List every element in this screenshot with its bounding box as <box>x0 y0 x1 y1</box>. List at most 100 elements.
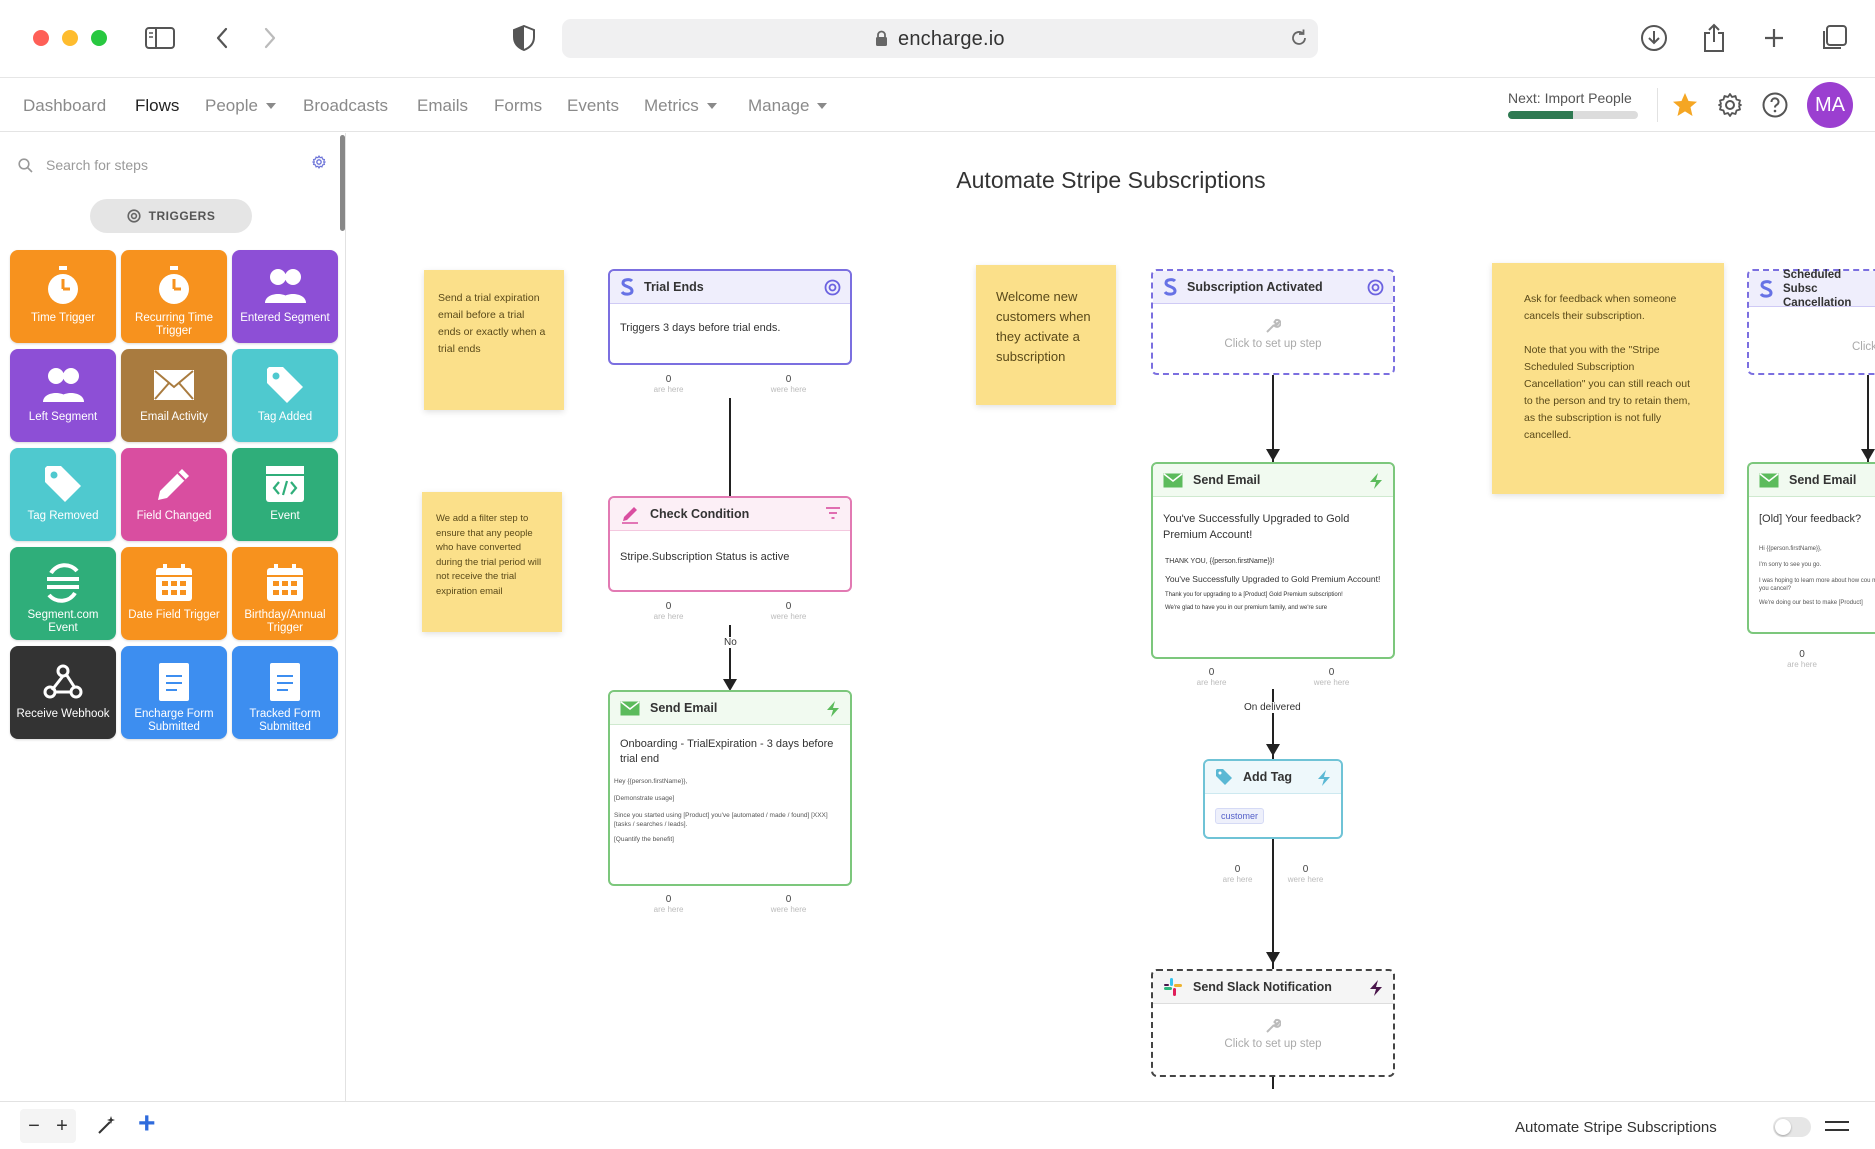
calendar-icon <box>265 561 305 605</box>
zoom-in-button[interactable]: + <box>56 1114 68 1137</box>
slack-icon <box>1163 977 1183 997</box>
triggers-label: TRIGGERS <box>148 209 216 223</box>
setup-placeholder[interactable]: Click to set up step <box>1153 304 1393 350</box>
minimize-window-button[interactable] <box>62 30 78 46</box>
trigger-tile[interactable]: Left Segment <box>10 349 116 442</box>
sidebar-scrollbar[interactable] <box>340 135 345 231</box>
nav-emails[interactable]: Emails <box>417 96 469 115</box>
trigger-tile[interactable]: Segment.com Event <box>10 547 116 640</box>
trigger-tile[interactable]: Entered Segment <box>232 250 338 343</box>
nav-manage[interactable]: Manage <box>748 96 828 116</box>
reload-icon[interactable] <box>1289 28 1309 48</box>
card-title: Subscription Activated <box>1187 280 1323 294</box>
trigger-tile-label: Receive Webhook <box>16 708 110 720</box>
form-icon <box>268 660 302 704</box>
back-arrow-icon[interactable] <box>206 22 238 54</box>
envelope-icon <box>620 700 640 716</box>
url-text: encharge.io <box>898 28 1005 50</box>
star-icon[interactable] <box>1672 92 1698 118</box>
add-tag-card[interactable]: Add Tag customer <box>1203 759 1343 839</box>
trigger-tile[interactable]: Date Field Trigger <box>121 547 227 640</box>
stripe-icon <box>620 277 634 297</box>
trigger-tile[interactable]: Encharge Form Submitted <box>121 646 227 739</box>
subscription-activated-card[interactable]: Subscription Activated Click to set up s… <box>1151 269 1395 375</box>
menu-icon[interactable] <box>1825 1119 1849 1133</box>
trigger-tile[interactable]: Event <box>232 448 338 541</box>
trigger-tile[interactable]: Birthday/Annual Trigger <box>232 547 338 640</box>
nav-events[interactable]: Events <box>567 96 619 115</box>
nav-flows[interactable]: Flows <box>135 96 180 115</box>
share-icon[interactable] <box>1698 22 1730 54</box>
segment-icon <box>41 561 85 605</box>
nav-dashboard[interactable]: Dashboard <box>23 96 107 115</box>
triggers-section-tab[interactable]: TRIGGERS <box>90 199 252 233</box>
trigger-tile[interactable]: Recurring Time Trigger <box>121 250 227 343</box>
envelope-icon <box>1163 472 1183 488</box>
shield-icon[interactable] <box>508 22 540 54</box>
sidebar-toggle-icon[interactable] <box>144 22 176 54</box>
sticky-note[interactable]: Ask for feedback when someone cancels th… <box>1492 263 1724 494</box>
wrench-icon <box>1153 318 1393 334</box>
setup-placeholder[interactable]: Click to set up step <box>1153 1004 1393 1050</box>
stripe-icon <box>1163 277 1177 297</box>
send-email-card[interactable]: Send Email Onboarding - TrialExpiration … <box>608 690 852 886</box>
address-bar[interactable]: encharge.io <box>562 19 1318 58</box>
card-body: Triggers 3 days before trial ends. <box>620 322 781 334</box>
next-step-label[interactable]: Next: Import People <box>1508 90 1632 106</box>
forward-arrow-icon[interactable] <box>254 22 286 54</box>
edge-label-on-delivered: On delivered <box>1242 702 1303 713</box>
trigger-tile[interactable]: Field Changed <box>121 448 227 541</box>
search-steps-field[interactable]: Search for steps <box>16 153 326 179</box>
trigger-tile[interactable]: Tracked Form Submitted <box>232 646 338 739</box>
add-step-button[interactable]: + <box>138 1107 156 1140</box>
lightning-icon <box>1316 769 1332 787</box>
nav-metrics[interactable]: Metrics <box>644 96 717 116</box>
nav-people[interactable]: People <box>205 96 276 116</box>
zoom-out-button[interactable]: − <box>28 1114 40 1137</box>
setup-placeholder[interactable]: Click to se <box>1851 341 1875 353</box>
sticky-note[interactable]: We add a filter step to ensure that any … <box>422 492 562 632</box>
tabs-overview-icon[interactable] <box>1818 22 1850 54</box>
people-icon <box>263 264 307 308</box>
trigger-tile-label: Tracked Form Submitted <box>249 708 321 733</box>
close-window-button[interactable] <box>33 30 49 46</box>
search-icon <box>18 158 33 173</box>
nav-forms[interactable]: Forms <box>494 96 543 115</box>
help-icon[interactable] <box>1762 92 1788 118</box>
trigger-tile-label: Tag Removed <box>27 510 99 522</box>
avatar[interactable]: MA <box>1807 82 1853 128</box>
lock-icon <box>875 30 888 47</box>
trigger-tile[interactable]: Tag Removed <box>10 448 116 541</box>
email-preview: Hi {{person.firstName}}, I'm sorry to se… <box>1759 546 1875 606</box>
trigger-tile[interactable]: Receive Webhook <box>10 646 116 739</box>
card-title: Send Email <box>650 701 718 715</box>
settings-gear-icon[interactable] <box>312 155 326 169</box>
trial-ends-card[interactable]: Trial Ends Triggers 3 days before trial … <box>608 269 852 365</box>
send-email-card[interactable]: Send Email [Old] Your feedback? Hi {{per… <box>1747 462 1875 634</box>
form-icon <box>157 660 191 704</box>
sticky-note[interactable]: Send a trial expiration email before a t… <box>424 270 564 410</box>
new-tab-icon[interactable] <box>1758 22 1790 54</box>
trigger-tile-label: Tag Added <box>257 411 313 423</box>
app-navigation: Dashboard Flows People Broadcasts Emails… <box>0 78 1875 132</box>
send-email-card[interactable]: Send Email You've Successfully Upgraded … <box>1151 462 1395 659</box>
flow-canvas[interactable]: Automate Stripe Subscriptions Send a tri… <box>347 133 1875 1101</box>
trigger-tile[interactable]: Tag Added <box>232 349 338 442</box>
email-preview: Hey {{person.firstName}}, [Demonstrate u… <box>614 778 828 843</box>
email-subject: [Old] Your feedback? <box>1759 513 1862 525</box>
trigger-tile[interactable]: Email Activity <box>121 349 227 442</box>
maximize-window-button[interactable] <box>91 30 107 46</box>
gear-icon[interactable] <box>1717 92 1743 118</box>
flow-active-toggle[interactable] <box>1773 1117 1811 1137</box>
scheduled-cancellation-card[interactable]: Scheduled Subsc Cancellation Click to se <box>1747 269 1875 375</box>
send-slack-notification-card[interactable]: Send Slack Notification Click to set up … <box>1151 969 1395 1077</box>
trigger-tile[interactable]: Time Trigger <box>10 250 116 343</box>
magic-wand-icon[interactable] <box>96 1114 118 1136</box>
download-icon[interactable] <box>1638 22 1670 54</box>
nav-broadcasts[interactable]: Broadcasts <box>303 96 389 115</box>
check-condition-card[interactable]: Check Condition Stripe.Subscription Stat… <box>608 496 852 592</box>
sticky-note[interactable]: Welcome new customers when they activate… <box>976 265 1116 405</box>
trigger-tile-label: Time Trigger <box>30 312 96 324</box>
